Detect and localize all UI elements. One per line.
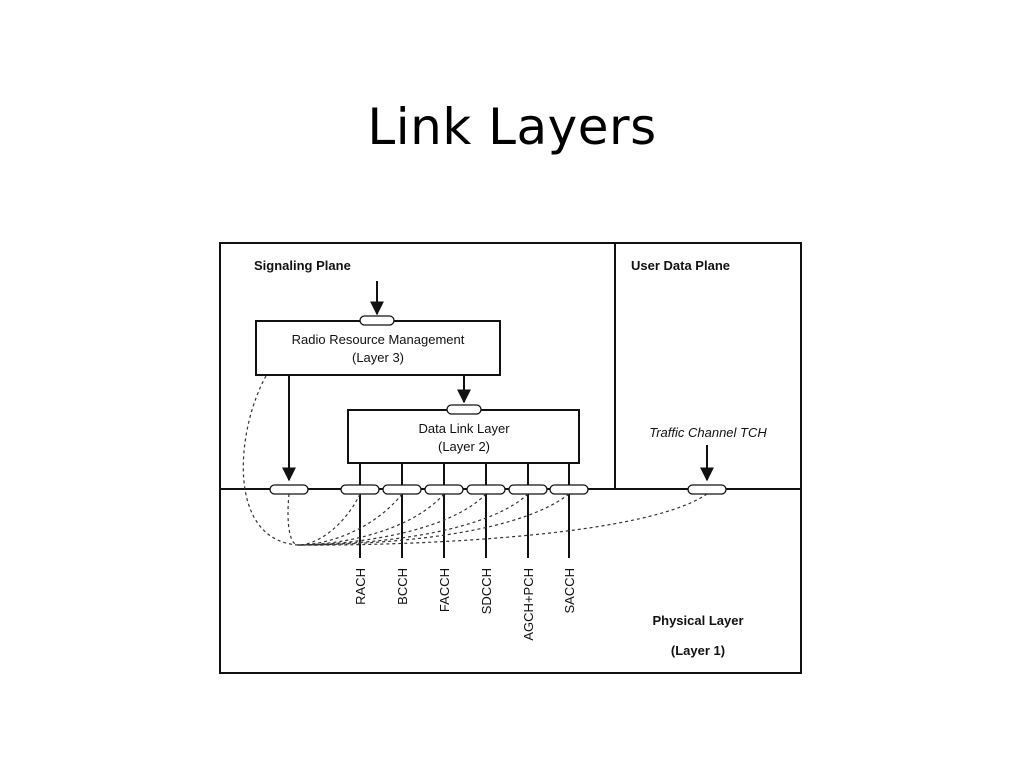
dll-box <box>347 409 580 464</box>
multiplex-curves <box>242 375 708 546</box>
outer-frame <box>219 242 802 674</box>
slide-title: Link Layers <box>367 98 657 156</box>
channel-label-sacch: SACCH <box>562 568 577 614</box>
channel-label-facch: FACCH <box>437 568 452 612</box>
channel-labels: RACH BCCH FACCH SDCCH AGCH+PCH SACCH <box>353 568 577 641</box>
channel-label-sdcch: SDCCH <box>479 568 494 614</box>
physical-layer-label: Physical Layer <box>652 613 743 628</box>
channel-label-agch-pch: AGCH+PCH <box>521 568 536 641</box>
channel-lines <box>359 463 570 558</box>
rrm-layer-label: (Layer 3) <box>352 350 404 365</box>
channel-label-rach: RACH <box>353 568 368 605</box>
rrm-port <box>359 315 395 326</box>
boundary-ports <box>269 484 727 495</box>
traffic-channel-label: Traffic Channel TCH <box>649 425 767 440</box>
dll-port <box>446 404 482 415</box>
signaling-plane-label: Signaling Plane <box>254 258 351 273</box>
physical-layer-number: (Layer 1) <box>671 643 725 658</box>
rrm-box <box>255 320 501 376</box>
user-data-plane-label: User Data Plane <box>631 258 730 273</box>
dll-layer-label: (Layer 2) <box>438 439 490 454</box>
rrm-label: Radio Resource Management <box>292 332 465 347</box>
dll-label: Data Link Layer <box>418 421 510 436</box>
channel-label-bcch: BCCH <box>395 568 410 605</box>
